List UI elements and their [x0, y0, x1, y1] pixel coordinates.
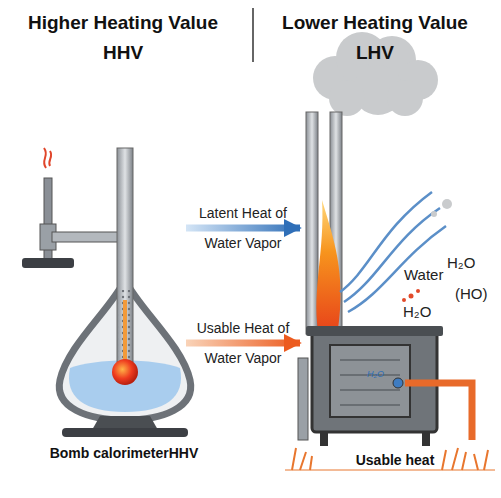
- hot-pipe: [405, 383, 472, 440]
- divider-line: [252, 8, 254, 62]
- vapor-lines: [340, 192, 446, 312]
- vapor-label: H₂O: [447, 254, 475, 271]
- flame-symbol: [44, 148, 51, 168]
- node-caption: Bomb calorimeterHHV: [50, 445, 199, 461]
- section-heading: Lower Heating Value LHV: [275, 8, 475, 68]
- grass: [285, 448, 495, 470]
- side-pipe: [298, 358, 308, 440]
- calorimeter-symbol: [59, 148, 190, 437]
- vessel-outline: [59, 280, 190, 420]
- door-grid: [340, 360, 400, 405]
- vapor-bubbles: [402, 199, 452, 302]
- heat-arrow: [186, 340, 300, 347]
- chimney: [306, 112, 342, 334]
- arrow-label: Usable Heat of Water Vapor: [184, 313, 302, 373]
- stand-arm: [52, 232, 120, 242]
- node-caption: Usable heat: [356, 452, 435, 468]
- vessel-stand: [92, 416, 158, 430]
- stand-base: [22, 258, 74, 268]
- stove-symbol: [298, 326, 472, 446]
- arrow-label: Latent Heat of Water Vapor: [184, 198, 302, 258]
- flame: [316, 200, 340, 330]
- burner-stand: [22, 148, 120, 268]
- pipe-knob: [393, 378, 403, 388]
- illustration-node: Bomb calorimeterHHV: [62, 120, 186, 461]
- chimney-pipe: [306, 112, 318, 334]
- sample-ball: [112, 359, 138, 385]
- tube: [117, 148, 133, 362]
- vapor-label: Water: [404, 266, 443, 283]
- filament: [123, 300, 127, 362]
- stove-door: [330, 345, 410, 417]
- vapor-label: H₂O: [367, 369, 384, 379]
- stove-rim: [306, 326, 443, 336]
- vapor-label: (HO): [455, 285, 488, 302]
- stove-leg: [422, 432, 430, 446]
- vessel-base: [62, 428, 188, 437]
- vapor-label: H₂O: [403, 303, 431, 320]
- stove-leg: [320, 432, 328, 446]
- heat-arrow: [186, 225, 300, 232]
- section-heading: Higher Heating Value HHV: [23, 8, 223, 68]
